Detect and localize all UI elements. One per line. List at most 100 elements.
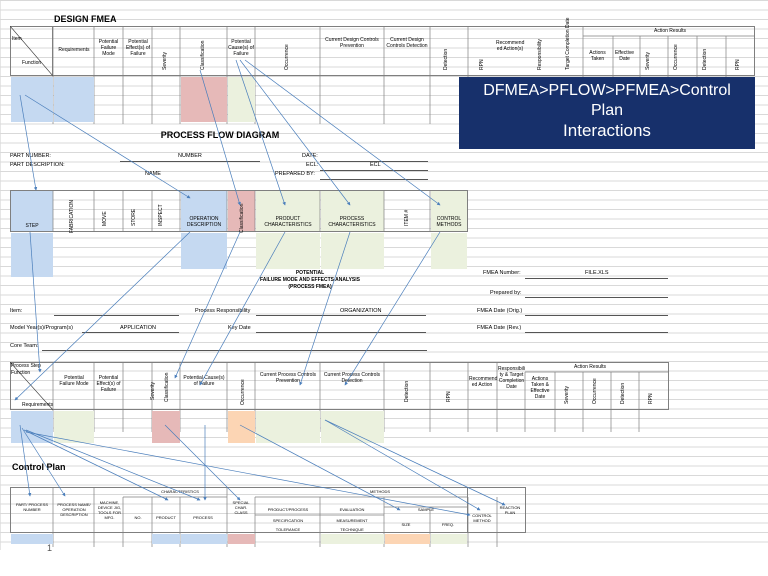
pfd-name: NAME: [145, 171, 161, 177]
cp-product-fill: [152, 534, 180, 544]
arrow-control-to-detection: [344, 231, 441, 386]
arrow-pfmea-step-to-cp-process: [21, 427, 66, 497]
control-plan-header-row: [10, 487, 468, 533]
pfmea-underline: [82, 332, 179, 333]
cp-size: SIZE: [401, 522, 411, 527]
pfd-underline: [120, 161, 260, 162]
pfmea-detection-fill: [321, 411, 384, 443]
pfmea-prepared-by: Prepared by:: [490, 290, 522, 296]
pfmea-process-step: Process Step: [11, 363, 41, 369]
dfmea-title: DESIGN FMEA: [54, 14, 117, 24]
cp-no: NO.: [134, 515, 142, 520]
arrow-pfmea-to-cp-product: [23, 429, 169, 501]
banner-line-1: DFMEA>PFLOW>PFMEA>Control: [483, 82, 731, 99]
cp-freq-fill: [431, 534, 467, 544]
pfmea-detection-controls: Current Process Controls Detection: [323, 372, 381, 384]
pfmea-mode-fill: [54, 411, 94, 443]
dfmea-item-label: Item: [12, 36, 22, 42]
interactions-banner: DFMEA>PFLOW>PFMEA>Control Plan Interacti…: [459, 77, 755, 149]
pfmea-responsibility: Responsibili ty & Target Completion Date: [498, 366, 525, 390]
arrow-causes-to-product: [235, 59, 286, 206]
pfd-ecl-1: ECL:: [306, 162, 319, 168]
pfd-title: PROCESS FLOW DIAGRAM: [160, 130, 280, 140]
cp-special-fill: [228, 534, 255, 544]
pfmea-date-orig: FMEA Date (Orig.): [477, 308, 523, 314]
banner-line-3: Interactions: [563, 121, 651, 140]
pfmea-occurrence-fill: [228, 411, 255, 443]
pfd-step: STEP: [25, 223, 39, 229]
cp-specification: SPECIFICATION: [272, 518, 304, 523]
pfd-header-row: [10, 190, 468, 232]
banner-line-2: Plan: [590, 102, 624, 119]
pfmea-underline: [525, 315, 668, 316]
pfmea-application: APPLICATION: [120, 325, 156, 331]
pfmea-underline: [54, 315, 179, 316]
arrow-pfmea-to-cp-process-char: [25, 429, 201, 501]
arrow-pfmea-step-to-cp-part: [19, 424, 32, 497]
dfmea-recommended: Recommend ed Action(s): [496, 40, 525, 52]
arrow-causes-to-control: [244, 59, 441, 206]
dfmea-actions-taken: Actions Taken: [589, 50, 606, 62]
cp-product-process: PRODUCT/PROCESS: [267, 507, 309, 512]
pfd-operation-body: [181, 233, 227, 269]
pfd-underline: [320, 170, 428, 171]
dfmea-failure-mode: Potential Failure Mode: [98, 39, 119, 57]
pfmea-underline: [256, 315, 426, 316]
pfd-operation: OPERATION DESCRIPTION: [186, 216, 222, 228]
pfd-underline: [320, 179, 428, 180]
pfd-number: NUMBER: [178, 153, 202, 159]
cp-characteristics: CHARACTERISTICS: [161, 489, 199, 494]
pfmea-model-year: Model Year(s)/Program(s): [10, 325, 73, 331]
dfmea-requirements: Requirements: [58, 47, 90, 53]
arrow-class-to-pfmea-class: [174, 231, 241, 379]
pfmea-header-row: [10, 362, 669, 410]
dfmea-detection-controls: Current Design Controls Detection: [386, 37, 428, 49]
pfmea-failure-mode: Potential Failure Mode: [59, 375, 89, 387]
dfmea-causes-fill: [228, 77, 255, 122]
pfmea-column-lines: [52, 362, 669, 432]
control-plan-title: Control Plan: [12, 462, 66, 472]
cp-special: SPECIAL CHAR. CLASS: [232, 500, 250, 515]
cp-measurement: MEASUREMENT: [336, 518, 368, 523]
pfmea-organization: ORGANIZATION: [340, 308, 382, 314]
pfmea-process-responsibility: Process Responsibility: [195, 308, 251, 314]
cp-tolerance: TOLERANCE: [275, 527, 301, 532]
pfmea-underline: [525, 278, 668, 279]
pfmea-title-1: POTENTIAL: [295, 270, 325, 276]
pfmea-prevention-fill: [256, 411, 320, 443]
cp-part-number: PART/ PROCESS NUMBER: [15, 502, 49, 512]
cp-technique: TECHNIQUE: [340, 527, 364, 532]
dfmea-action-results: Action Results: [654, 28, 686, 34]
pfmea-file: FILE.XLS: [585, 270, 609, 276]
pfd-date: DATE:: [302, 153, 318, 159]
pfd-process-characteristics: PROCESS CHARACTERISTICS: [328, 216, 376, 228]
pfmea-function: Function: [11, 370, 31, 376]
pfd-product-characteristics: PRODUCT CHARACTERISTICS: [264, 216, 312, 228]
arrow-detection-to-control-method: [324, 419, 481, 511]
cp-machine: MACHINE, DEVICE JIG, TOOLS FOR MFG.: [97, 500, 122, 520]
pfmea-underline: [256, 332, 426, 333]
pfmea-requirements: Requirements: [22, 402, 54, 408]
cp-right-lines: [496, 497, 498, 547]
cp-control-method: CONTROL METHOD: [472, 513, 492, 523]
pfmea-title-2: FAILURE MODE AND EFFECTS ANALYSIS: [259, 277, 360, 283]
pfmea-title-3: (PROCESS FMEA): [288, 284, 332, 290]
pfmea-recommended: Recommend ed Action: [469, 376, 498, 388]
dfmea-effects: Potential Effect(s) of Failure: [125, 39, 151, 57]
cp-freq: FREQ.: [441, 522, 455, 527]
pfmea-underline: [525, 332, 668, 333]
pfd-column-lines: [52, 190, 431, 232]
pfmea-prevention: Current Process Controls Prevention: [259, 372, 317, 384]
dfmea-requirements-fill: [54, 77, 94, 122]
pfd-part-description: PART DESCRIPTION:: [10, 162, 65, 168]
pfd-product-fill: [256, 191, 320, 231]
pfmea-date-rev: FMEA Date (Rev.): [477, 325, 522, 331]
pfd-process-fill: [321, 191, 384, 231]
pfd-control-body: [431, 233, 467, 269]
cp-sample: SAMPLE: [417, 507, 435, 512]
pfd-classification-fill: [228, 191, 255, 231]
arrow-detection-to-reaction: [324, 419, 506, 506]
dfmea-prevention: Current Design Controls Prevention: [325, 37, 379, 49]
cp-size-fill: [385, 534, 430, 544]
pfmea-actions-taken: Actions Taken & Effective Date: [530, 376, 550, 400]
